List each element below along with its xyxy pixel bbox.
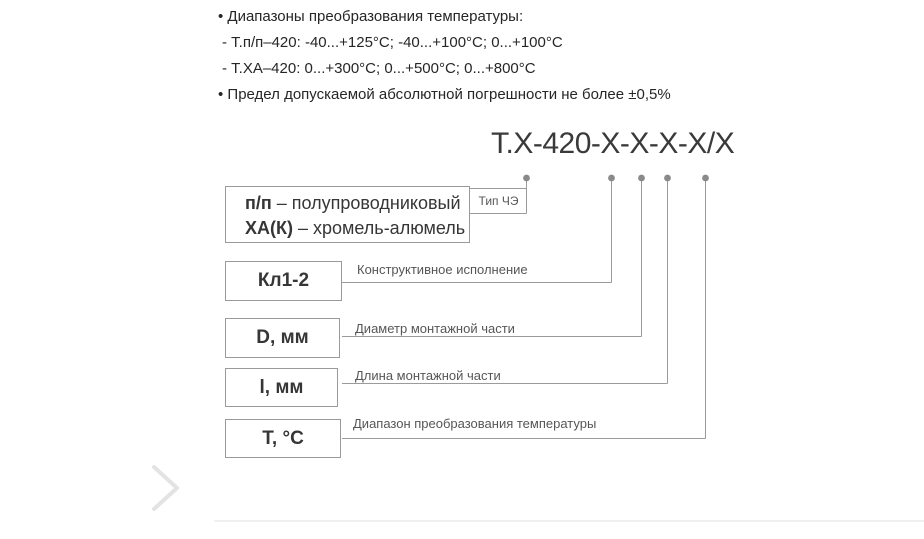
label-length: Длина монтажной части xyxy=(355,368,501,383)
box-diameter: D, мм xyxy=(225,318,340,358)
spec-bullet-accuracy: • Предел допускаемой абсолютной погрешно… xyxy=(218,86,671,103)
sensor-type-line-ha: ХА(К) – хромель-алюмель xyxy=(245,218,466,238)
label-temp-range: Диапазон преобразования температуры xyxy=(353,416,597,431)
label-design-version: Конструктивное исполнение xyxy=(357,262,528,277)
section-divider xyxy=(214,520,924,522)
model-code-title: Т.Х-420-Х-Х-Х-Х/Х xyxy=(491,127,735,160)
spec-range-ha: - Т.ХА–420: 0...+300°С; 0...+500°С; 0...… xyxy=(222,60,536,77)
box-temp-range: Т, °С xyxy=(225,419,341,458)
box-sensor-type: п/п – полупроводниковый ХА(К) – хромель-… xyxy=(225,186,470,243)
label-diameter: Диаметр монтажной части xyxy=(355,321,515,336)
spec-bullet-ranges-title: • Диапазоны преобразования температуры: xyxy=(218,8,524,25)
box-design-version: Кл1-2 xyxy=(225,261,342,301)
spec-list: • Диапазоны преобразования температуры: … xyxy=(218,4,671,108)
chevron-right-icon[interactable] xyxy=(147,463,185,513)
sensor-type-line-pp: п/п – полупроводниковый xyxy=(245,193,461,213)
label-sensor-type-callout: Тип ЧЭ xyxy=(478,193,519,208)
box-length: l, мм xyxy=(225,368,338,407)
spec-range-pp: - Т.п/п–420: -40...+125°С; -40...+100°С;… xyxy=(222,34,563,51)
